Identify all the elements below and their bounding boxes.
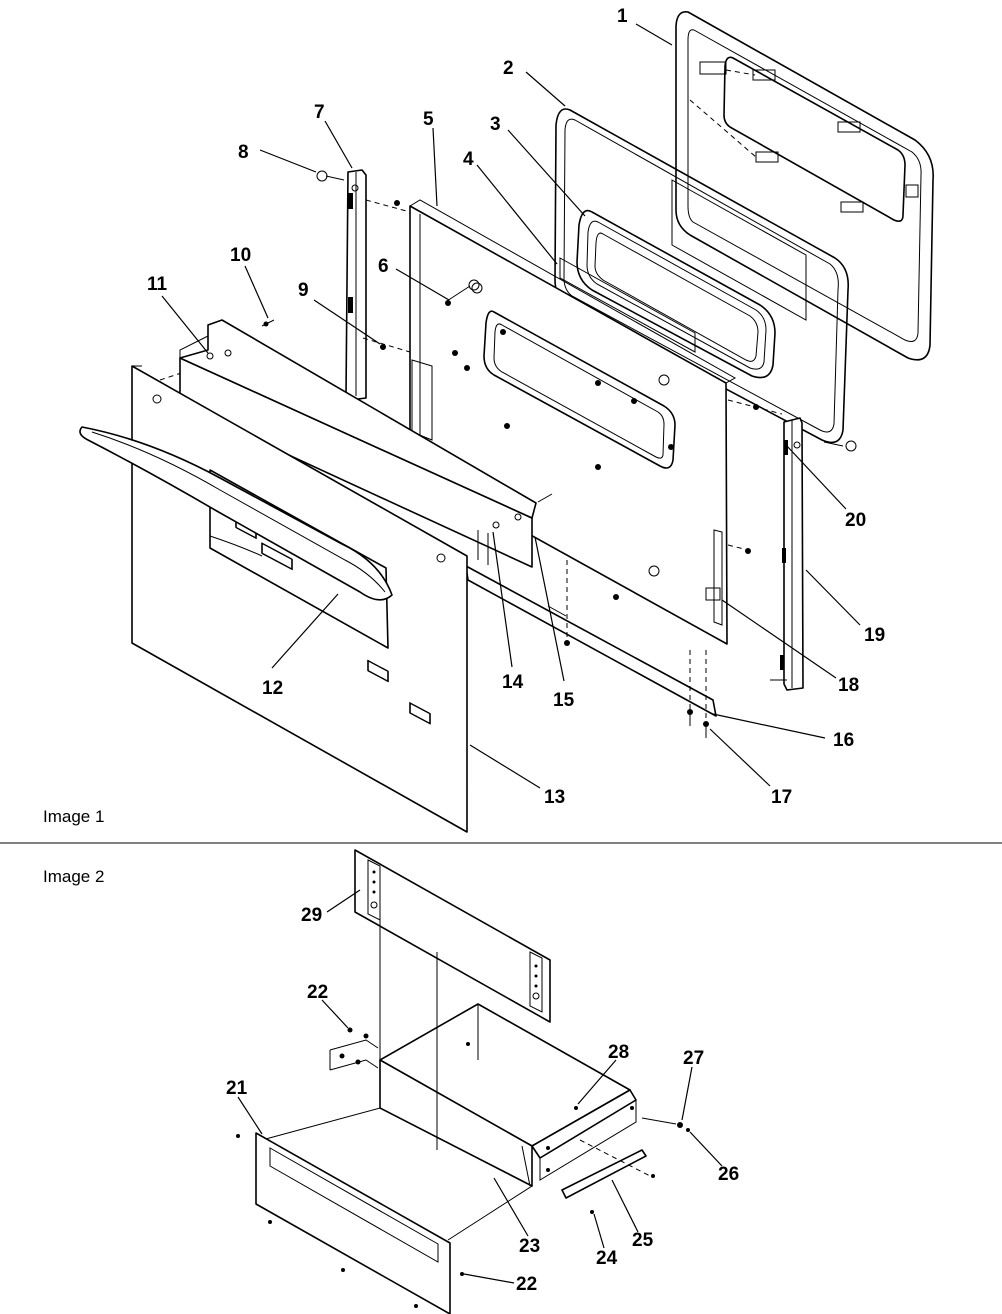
panel-screws	[380, 200, 759, 727]
part-2-door-gasket	[554, 108, 850, 444]
callout-2: 2	[503, 58, 514, 79]
part-5-inner-door-panel	[409, 199, 737, 645]
callout-16: 16	[833, 730, 854, 751]
part-20-screw	[823, 440, 857, 452]
part-17-screws	[689, 714, 707, 738]
callout-20: 20	[845, 510, 866, 531]
callout-13: 13	[544, 787, 565, 808]
part-8-hinge-screw	[316, 170, 345, 182]
callout-10: 10	[230, 245, 251, 266]
callout-24: 24	[596, 1248, 618, 1269]
part-18-clip	[705, 587, 721, 601]
callout-9: 9	[298, 280, 309, 301]
part-23-drawer-box	[379, 1003, 637, 1187]
callout-8: 8	[238, 142, 249, 163]
callout-23: 23	[519, 1236, 540, 1257]
callout-27: 27	[683, 1048, 704, 1069]
part-22-brackets	[329, 1027, 379, 1071]
part-14-top-channel	[179, 319, 537, 568]
callout-3: 3	[490, 114, 501, 135]
callout-14: 14	[502, 672, 524, 693]
callout-18: 18	[838, 675, 859, 696]
callout-15: 15	[553, 690, 575, 711]
callouts-image2: 21 22 22 23 24 25 26 27 28 29	[226, 905, 739, 1295]
part-4-glass-frame	[559, 179, 807, 353]
part-19-right-hinge-channel	[770, 417, 804, 691]
figure-label-image1: Image 1	[43, 807, 104, 826]
drawer-floor	[261, 1010, 534, 1241]
callout-6: 6	[378, 256, 389, 277]
callout-17: 17	[771, 787, 792, 808]
callout-26: 26	[718, 1164, 739, 1185]
leader-lines-image1	[161, 23, 861, 789]
figure-label-image2: Image 2	[43, 867, 104, 886]
part-1-outer-frame	[675, 10, 934, 361]
callout-5: 5	[423, 109, 434, 130]
part-21-drawer-front	[236, 1132, 464, 1314]
callout-28: 28	[608, 1042, 629, 1063]
callout-1: 1	[617, 6, 628, 27]
callout-22-bot: 22	[516, 1274, 537, 1295]
callouts-image1: 1 2 3 4 5 6 7 8 9 10 11 12 13 14 15 16 1…	[147, 6, 885, 808]
leader-lines-image2	[237, 889, 723, 1284]
part-26-27-screws	[641, 1117, 690, 1132]
part-6-screw	[446, 279, 480, 302]
callout-22-top: 22	[307, 982, 328, 1003]
part-7-left-hinge-channel	[345, 169, 411, 401]
callout-7: 7	[314, 102, 325, 123]
callout-19: 19	[864, 625, 885, 646]
callout-25: 25	[632, 1230, 654, 1251]
callout-29: 29	[301, 905, 322, 926]
part-3-window-glass	[576, 209, 776, 379]
callout-12: 12	[262, 678, 283, 699]
callout-11: 11	[147, 274, 168, 295]
image2-drawer-exploded-view: 21 22 22 23 24 25 26 27 28 29 Image 2	[43, 849, 739, 1314]
part-25-drawer-slide	[561, 1139, 655, 1214]
callout-4: 4	[463, 149, 474, 170]
part-10-screw	[261, 319, 275, 327]
part-15-screw	[537, 493, 553, 503]
image1-oven-door-exploded-view: 1 2 3 4 5 6 7 8 9 10 11 12 13 14 15 16 1…	[43, 6, 934, 833]
part-12-door-handle	[79, 426, 393, 601]
callout-21: 21	[226, 1078, 248, 1099]
